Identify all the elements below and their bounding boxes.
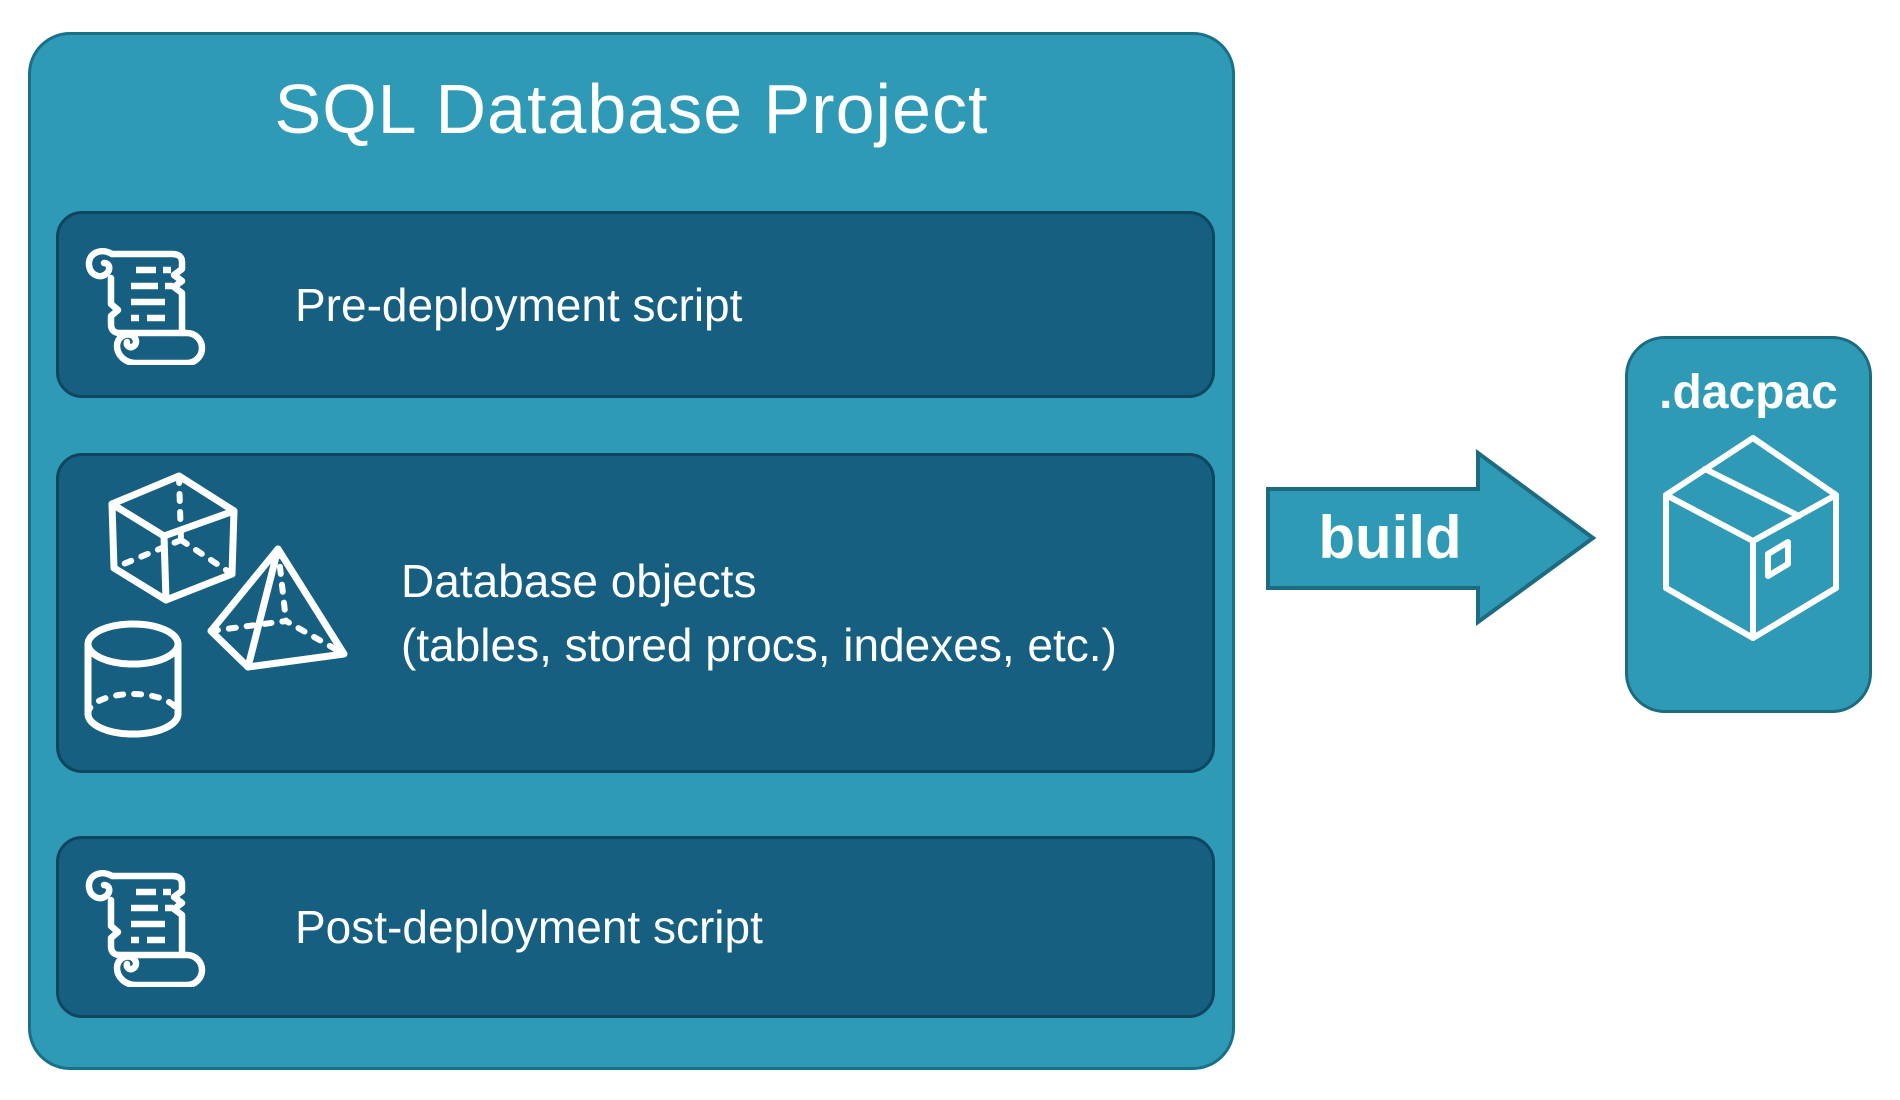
section-label-database-objects: Database objects (401, 555, 757, 607)
dacpac-label: .dacpac (1659, 366, 1838, 419)
section-label-pre-deployment: Pre-deployment script (295, 278, 743, 331)
dacpac-box: .dacpac (1625, 336, 1872, 713)
cylinder-icon (84, 620, 182, 738)
scroll-icon (85, 247, 206, 365)
pyramid-icon (207, 545, 348, 671)
scroll-icon (85, 869, 206, 987)
section-sublabel-database-objects: (tables, stored procs, indexes, etc.) (401, 619, 1117, 671)
section-database-objects: Database objects (tables, stored procs, … (56, 453, 1215, 773)
geometric-shapes-icon (84, 472, 348, 738)
build-arrow (1266, 449, 1597, 626)
section-label-post-deployment: Post-deployment script (295, 901, 763, 953)
cube-icon (108, 472, 238, 604)
package-icon (1663, 435, 1839, 641)
project-title: SQL Database Project (274, 70, 989, 148)
section-post-deployment: Post-deployment script (56, 836, 1215, 1018)
sql-database-project-box: SQL Database Project Pre-deployment scri… (28, 32, 1235, 1070)
section-label-group-database-objects: Database objects (tables, stored procs, … (401, 456, 1117, 770)
build-label: build (1318, 504, 1462, 571)
section-pre-deployment: Pre-deployment script (56, 211, 1215, 398)
